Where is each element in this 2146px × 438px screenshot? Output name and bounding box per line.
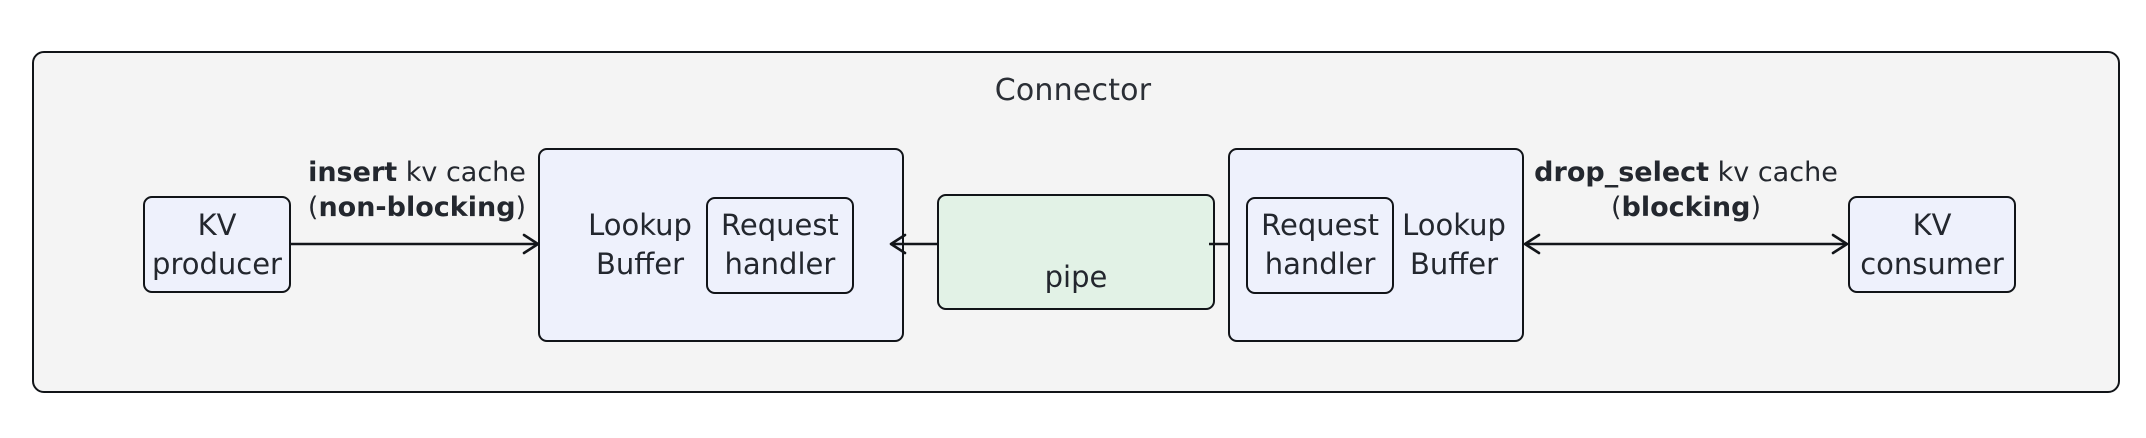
pipe-node: pipe	[937, 194, 1215, 310]
drop-select-paren-open: (	[1611, 192, 1622, 224]
request-handler-right-label: Request handler	[1261, 208, 1379, 281]
drop-select-rest-token: kv cache	[1709, 157, 1838, 188]
drop-select-edge-label-line2: (blocking)	[1512, 190, 1860, 225]
kv-producer-node: KV producer	[143, 196, 291, 293]
request-handler-right-node: Request handler	[1246, 196, 1395, 294]
insert-edge-label-line2: (non-blocking)	[272, 190, 562, 225]
insert-blocking-token: non-blocking	[318, 192, 516, 224]
insert-edge-label: insert kv cache (non-blocking)	[272, 155, 562, 225]
lookup-buffer-left-node: Lookup Buffer Request handler	[538, 148, 904, 342]
insert-rest-token: kv cache	[397, 157, 526, 188]
connector-title: Connector	[994, 73, 1152, 108]
insert-paren-open: (	[307, 192, 319, 224]
lookup-buffer-right-label: Lookup Buffer	[1402, 208, 1506, 281]
lookup-buffer-right-node: Request handler Lookup Buffer	[1228, 148, 1524, 342]
insert-paren-close: )	[515, 192, 527, 224]
drop-select-bold-token: drop_select	[1534, 157, 1710, 188]
insert-edge-label-line1: insert kv cache	[272, 155, 562, 190]
kv-producer-label: KV producer	[152, 208, 282, 281]
lookup-buffer-left-label: Lookup Buffer	[588, 208, 692, 281]
drop-select-paren-close: )	[1750, 192, 1761, 224]
drop-select-edge-label: drop_select kv cache (blocking)	[1512, 155, 1860, 225]
drop-select-edge-label-line1: drop_select kv cache	[1512, 155, 1860, 190]
insert-bold-token: insert	[308, 157, 398, 188]
request-handler-left-node: Request handler	[705, 196, 854, 294]
kv-consumer-node: KV consumer	[1848, 196, 2016, 293]
drop-select-blocking-token: blocking	[1621, 192, 1751, 224]
kv-consumer-label: KV consumer	[1860, 208, 2004, 281]
request-handler-left-label: Request handler	[721, 208, 839, 281]
pipe-label: pipe	[1044, 259, 1108, 294]
